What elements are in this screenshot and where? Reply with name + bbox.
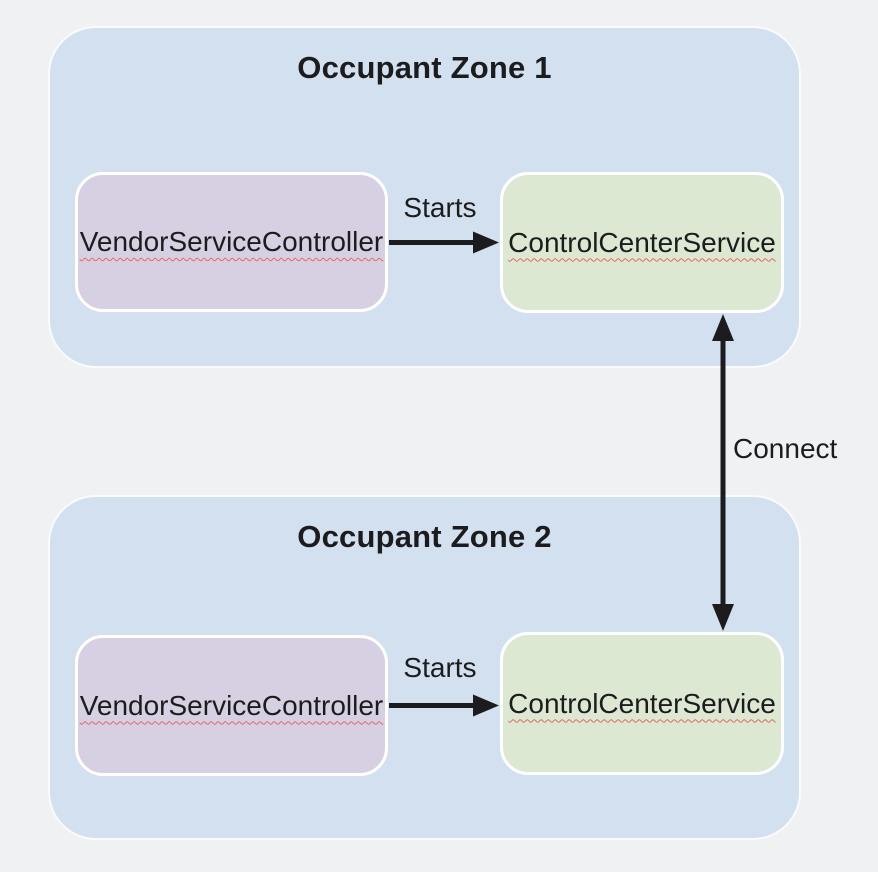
control-center-service-label-zone2: ControlCenterService	[508, 687, 776, 719]
connect-label: Connect	[733, 433, 838, 464]
occupant-zone-2-title: Occupant Zone 2	[297, 519, 552, 554]
control-center-service-box-zone1: ControlCenterService	[500, 172, 784, 313]
vendor-service-controller-box-zone1: VendorServiceController	[75, 172, 388, 312]
control-center-service-label-zone1: ControlCenterService	[508, 226, 776, 258]
vendor-service-controller-label-zone1: VendorServiceController	[79, 226, 384, 257]
vendor-service-controller-label-zone2: VendorServiceController	[79, 689, 384, 721]
starts-label-zone1: Starts	[403, 192, 477, 223]
starts-label-zone2: Starts	[403, 652, 477, 683]
occupant-zone-1-title: Occupant Zone 1	[297, 50, 552, 85]
vendor-service-controller-box-zone2: VendorServiceController	[75, 635, 388, 776]
control-center-service-box-zone2: ControlCenterService	[500, 632, 784, 775]
